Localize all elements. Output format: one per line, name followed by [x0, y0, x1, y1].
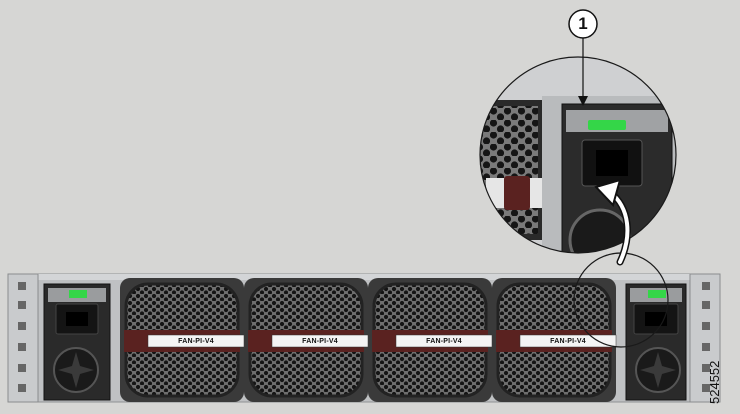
zoom-inset	[479, 56, 677, 254]
callout-number: 1	[578, 14, 588, 33]
psu-latch-zoom	[588, 120, 626, 130]
fan-label-2: FAN-PI-V4	[302, 337, 338, 345]
fan-label-1: FAN-PI-V4	[178, 337, 214, 345]
fan-label-3: FAN-PI-V4	[426, 337, 462, 345]
figure-id: 524552	[706, 360, 722, 404]
fan-handle-zoom	[504, 176, 530, 210]
rack-ear-left	[7, 273, 39, 403]
fan-module-4	[492, 278, 617, 402]
psu-latch-left	[69, 290, 87, 298]
fan-label-4: FAN-PI-V4	[550, 337, 586, 345]
power-supply-left	[43, 283, 111, 401]
rack-ear-right	[689, 273, 721, 403]
fan-module-2	[244, 278, 369, 402]
fan-module-3	[368, 278, 493, 402]
zoom-arrowhead	[594, 178, 622, 207]
fan-module-1	[120, 278, 245, 402]
psu-latch-right	[648, 290, 666, 298]
power-supply-right	[625, 283, 687, 401]
